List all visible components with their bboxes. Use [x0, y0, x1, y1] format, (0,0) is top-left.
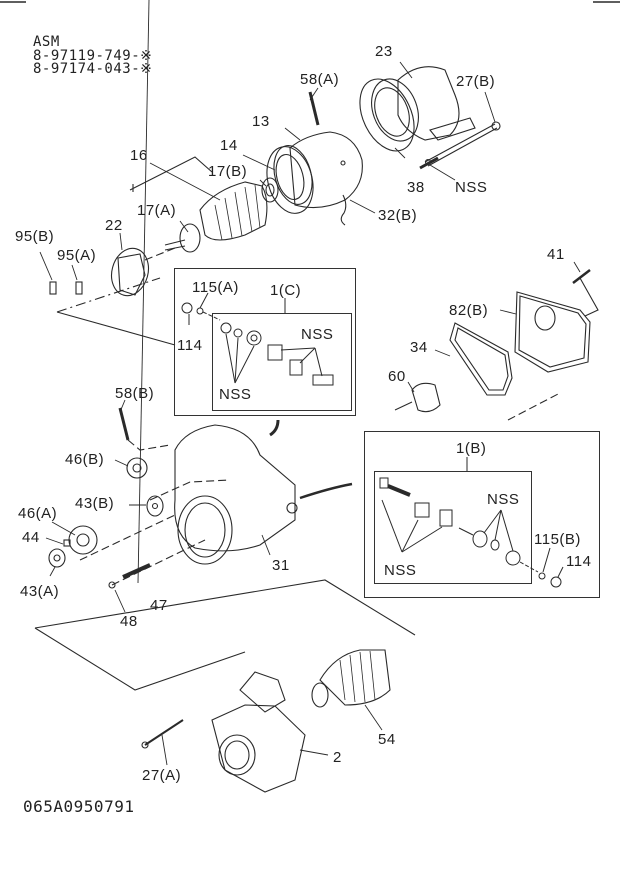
inset-1b-callout-115b[interactable]: 115(B): [534, 531, 581, 548]
armature-part-16: [164, 181, 268, 253]
spring-47: [122, 563, 151, 579]
inset-1b-outer-frame: [364, 431, 600, 598]
key-44: [63, 539, 71, 547]
figure-code: 065A0950791: [23, 797, 135, 816]
assembly-part-number-2: 8-97174-043-※: [33, 61, 153, 77]
callout-34[interactable]: 34: [410, 339, 428, 356]
callout-41[interactable]: 41: [547, 246, 565, 263]
callout-43a[interactable]: 43(A): [20, 583, 60, 600]
gear-case-part-2: [211, 671, 306, 793]
callout-44[interactable]: 44: [22, 529, 40, 546]
leader-lines: [39, 0, 581, 766]
callout-60[interactable]: 60: [388, 368, 406, 385]
inset-1b-callout-nss-right[interactable]: NSS: [487, 491, 520, 508]
washer-43b: [146, 495, 164, 517]
callout-17a[interactable]: 17(A): [137, 202, 177, 219]
inset-1b-callout-nss-left[interactable]: NSS: [384, 562, 417, 579]
gasket-part-34: [449, 322, 513, 396]
callout-14[interactable]: 14: [220, 137, 238, 154]
inset-1c-outer-frame: [174, 268, 356, 416]
assembly-bracket-bottom: [34, 627, 246, 691]
inset-1c-callout-nss-bottom[interactable]: NSS: [219, 386, 252, 403]
callout-58a[interactable]: 58(A): [300, 71, 340, 88]
callout-23[interactable]: 23: [375, 43, 393, 60]
nut-114-c: [181, 302, 193, 314]
ball-48: [108, 581, 116, 589]
callout-38[interactable]: 38: [407, 179, 425, 196]
callout-43b[interactable]: 43(B): [75, 495, 115, 512]
callout-32b[interactable]: 32(B): [378, 207, 418, 224]
pinion-part-54: [311, 649, 391, 708]
callout-47[interactable]: 47: [150, 597, 168, 614]
inset-1c-callout-114[interactable]: 114: [177, 337, 203, 354]
callout-48[interactable]: 48: [120, 613, 138, 630]
callout-95b[interactable]: 95(B): [15, 228, 55, 245]
callout-58b[interactable]: 58(B): [115, 385, 155, 402]
callout-27a[interactable]: 27(A): [142, 767, 182, 784]
callout-46a[interactable]: 46(A): [18, 505, 58, 522]
assembly-part-number-1: 8-97119-749-※: [33, 48, 153, 64]
pin-58b: [118, 407, 130, 441]
callout-nss-top[interactable]: NSS: [455, 179, 488, 196]
bearing-17b: [261, 177, 279, 203]
callout-17b[interactable]: 17(B): [208, 163, 248, 180]
through-bolt-27b: [419, 121, 501, 170]
callout-2[interactable]: 2: [333, 749, 342, 766]
inset-1c-label[interactable]: 1(C): [270, 282, 302, 299]
assembly-title: ASM: [33, 34, 60, 50]
cover-part-82b: [514, 291, 591, 373]
leader-16: [129, 156, 213, 191]
callout-46b[interactable]: 46(B): [65, 451, 105, 468]
inset-1b-callout-114[interactable]: 114: [566, 553, 592, 570]
o-ring-part-38: [359, 78, 415, 152]
washer-part-14: [266, 146, 314, 214]
field-frame-part-13: [273, 91, 363, 226]
yoke-part-23: [371, 66, 476, 142]
callout-22[interactable]: 22: [105, 217, 123, 234]
inset-1b-inner-frame: [374, 471, 532, 584]
assembly-bracket-top: [34, 579, 416, 636]
housing-part-31: [174, 419, 353, 565]
inset-1c-callout-115a[interactable]: 115(A): [192, 279, 239, 296]
collar-43a: [48, 548, 66, 568]
bolt-27a: [144, 719, 184, 746]
center-line: [56, 277, 161, 313]
callout-31[interactable]: 31: [272, 557, 290, 574]
gear-46b: [126, 457, 148, 479]
callout-13[interactable]: 13: [252, 113, 270, 130]
callout-27b[interactable]: 27(B): [456, 73, 496, 90]
callout-95a[interactable]: 95(A): [57, 247, 97, 264]
inset-1b-label[interactable]: 1(B): [456, 440, 487, 457]
leader-41-bracket: [579, 277, 599, 317]
callout-82b[interactable]: 82(B): [449, 302, 489, 319]
inset-1c-callout-nss-right[interactable]: NSS: [301, 326, 334, 343]
callout-54[interactable]: 54: [378, 731, 396, 748]
inset-1c-inner-frame: [212, 313, 352, 411]
callout-16[interactable]: 16: [130, 147, 148, 164]
bolt-41: [572, 269, 591, 284]
magnetic-switch-60: [394, 382, 441, 413]
